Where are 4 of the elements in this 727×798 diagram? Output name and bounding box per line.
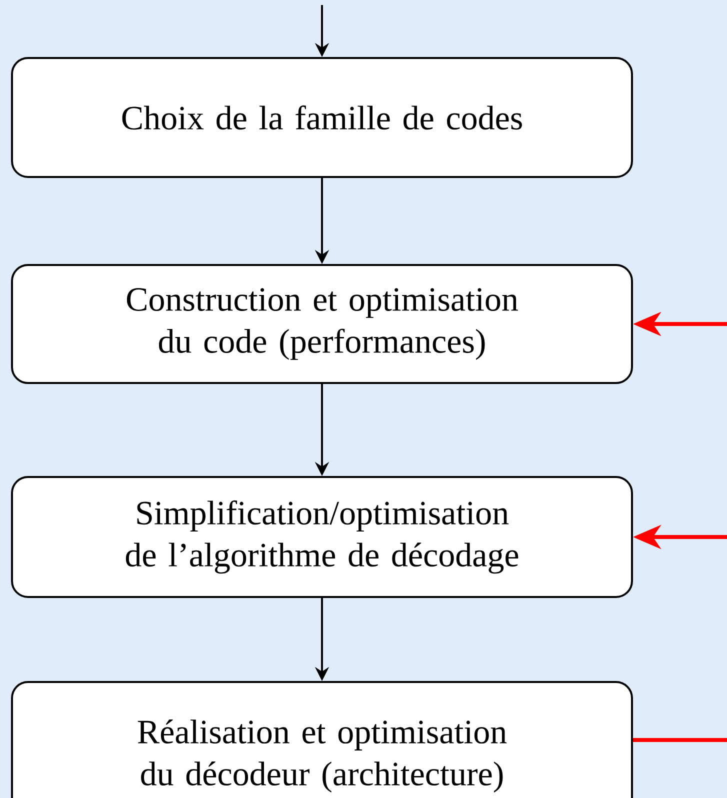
process-box: Choix de la famille de codes bbox=[11, 57, 633, 178]
process-box: Construction et optimisation du code (performances) bbox=[11, 264, 633, 384]
process-box: Simplification/optimisation de l’algorithme de décodage bbox=[11, 476, 633, 598]
process-box: Réalisation et optimisation du décodeur (architecture) bbox=[11, 681, 633, 798]
